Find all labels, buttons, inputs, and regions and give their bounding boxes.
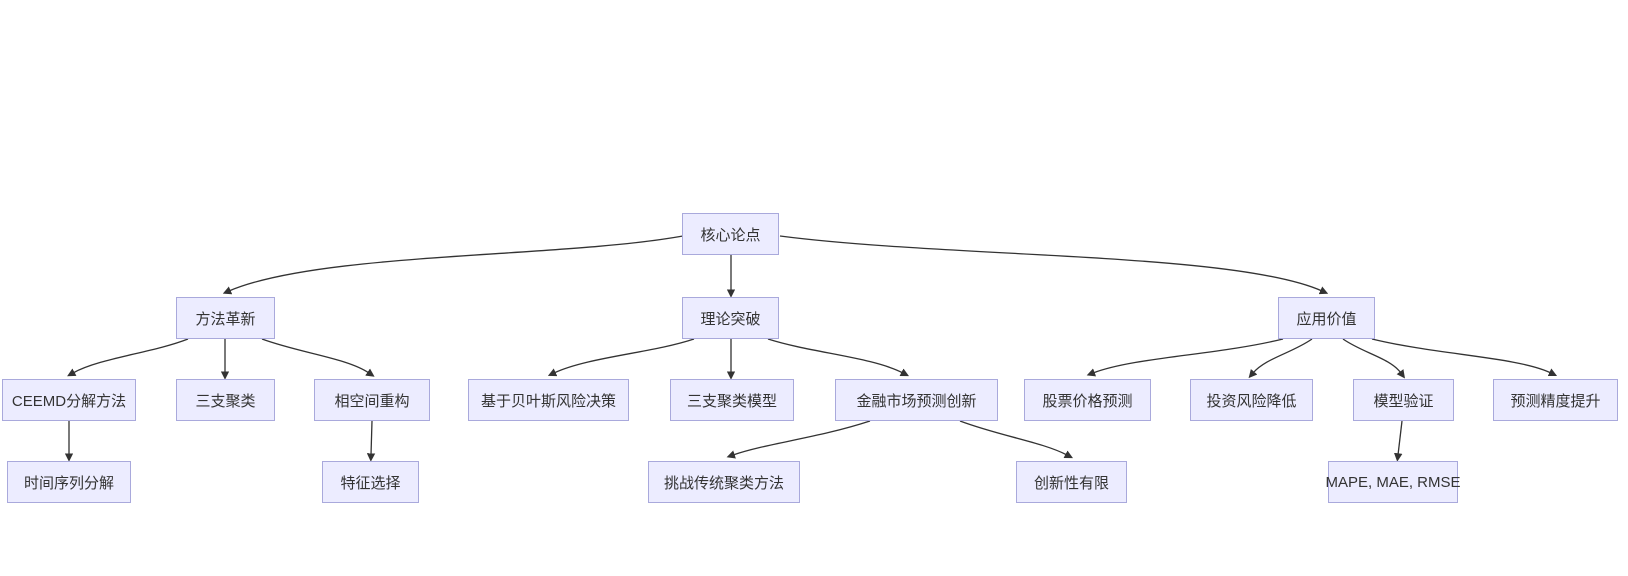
node-time-series-decomposition: 时间序列分解 <box>7 461 131 503</box>
edge-method-ceemd <box>67 338 189 377</box>
node-challenge-traditional-clustering: 挑战传统聚类方法 <box>648 461 800 503</box>
edge-core-application <box>779 235 1329 295</box>
node-feature-selection: 特征选择 <box>322 461 419 503</box>
edge-core-method <box>222 235 684 295</box>
node-investment-risk-reduction: 投资风险降低 <box>1190 379 1313 421</box>
edge-application-stock <box>1086 338 1284 377</box>
edge-method-phase <box>261 338 375 377</box>
edge-application-validation <box>1342 338 1406 379</box>
node-model-validation: 模型验证 <box>1353 379 1454 421</box>
node-three-way-clustering: 三支聚类 <box>176 379 275 421</box>
node-core-thesis: 核心论点 <box>682 213 779 255</box>
node-forecast-accuracy-improvement: 预测精度提升 <box>1493 379 1618 421</box>
node-application-value: 应用价值 <box>1278 297 1375 339</box>
edge-finance-limited <box>959 420 1073 459</box>
edge-theory-bayes <box>547 338 695 377</box>
node-bayesian-risk-decision: 基于贝叶斯风险决策 <box>468 379 629 421</box>
node-phase-space-reconstruction: 相空间重构 <box>314 379 430 421</box>
edge-theory-finance <box>767 338 910 377</box>
edge-application-risk <box>1248 338 1313 379</box>
node-stock-price-prediction: 股票价格预测 <box>1024 379 1151 421</box>
node-mape-mae-rmse-metrics: MAPE, MAE, RMSE <box>1325 461 1461 503</box>
node-theory-breakthrough: 理论突破 <box>682 297 779 339</box>
edge-validation-mape <box>1394 420 1403 462</box>
edge-finance-challenge <box>726 420 871 459</box>
node-method-innovation: 方法革新 <box>176 297 275 339</box>
node-limited-novelty: 创新性有限 <box>1016 461 1127 503</box>
edge-application-accuracy <box>1371 338 1558 377</box>
node-financial-market-forecast-innovation: 金融市场预测创新 <box>835 379 998 421</box>
node-ceemd-decomposition: CEEMD分解方法 <box>2 379 136 421</box>
node-three-way-clustering-model: 三支聚类模型 <box>670 379 794 421</box>
edge-phase-feature <box>366 420 376 462</box>
